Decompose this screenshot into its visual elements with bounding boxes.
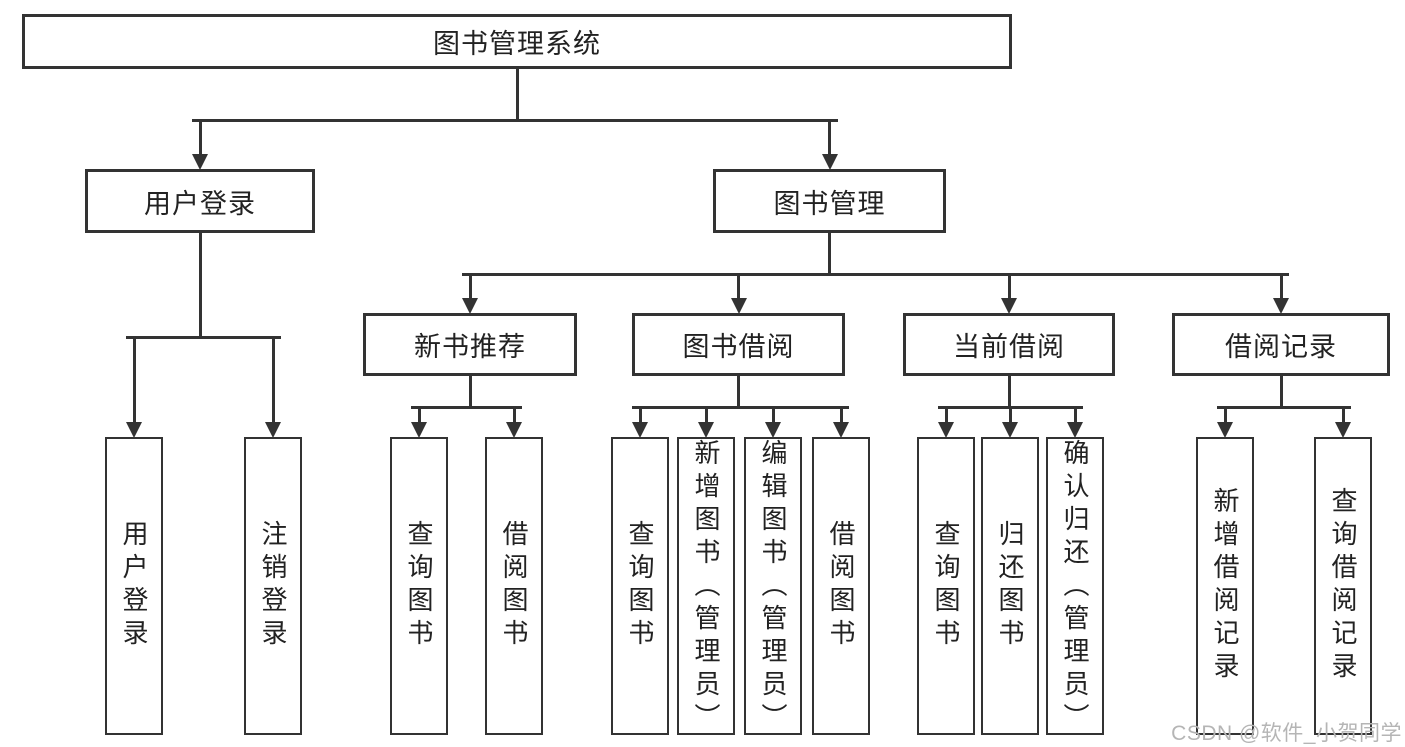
box-user-login: 用户登录 [85,169,315,233]
connector-stub-borrow-record [1279,376,1283,409]
box-new-book-rec: 新书推荐 [363,313,577,376]
box-leaf-borrow-book-2: 借阅图书 [812,437,870,735]
label-leaf-logout: 注销登录 [258,520,288,652]
connector-arrow-book-borrow [730,298,747,314]
connector-stem-book-mgmt [828,119,831,155]
connector-stub-new-book-rec [468,376,472,409]
label-root: 图书管理系统 [433,29,601,59]
connector-stub-current-borrow [1007,376,1011,409]
connector-stub-book-borrow [737,376,740,409]
connector-arrow-leaf-logout [265,422,281,438]
connector-bar-new-book-rec [411,406,522,409]
connector-stem-leaf-query-record [1341,406,1345,423]
connector-stem-leaf-add-record [1223,406,1227,423]
connector-stem-leaf-query-book-3 [944,406,948,423]
label-leaf-borrow-book-1: 借阅图书 [499,520,529,652]
box-book-borrow: 图书借阅 [632,313,845,376]
connector-stem-leaf-return-book [1008,406,1012,423]
watermark-text: CSDN @软件_小贺同学 [1171,722,1402,745]
connector-arrow-leaf-edit-book [765,422,781,438]
connector-arrow-user-login [192,154,208,170]
label-leaf-add-record: 新增借阅记录 [1210,487,1240,685]
label-leaf-confirm-return: 确认归还（管理员） [1060,439,1090,736]
connector-stem-leaf-borrow-book-2 [839,406,843,423]
box-leaf-query-book-1: 查询图书 [390,437,448,735]
label-leaf-query-book-2: 查询图书 [625,520,655,652]
connector-stub-book-mgmt [828,233,831,276]
connector-arrow-leaf-user-login [126,422,142,438]
label-leaf-return-book: 归还图书 [995,520,1025,652]
connector-stem-leaf-edit-book [771,406,775,423]
box-leaf-query-record: 查询借阅记录 [1314,437,1372,735]
connector-bar-book-borrow [632,406,849,409]
connector-arrow-book-mgmt [821,154,838,170]
connector-arrow-leaf-query-book-3 [938,422,954,438]
label-leaf-edit-book: 编辑图书（管理员） [758,439,788,736]
connector-arrow-new-book-rec [462,298,478,314]
connector-stem-leaf-user-login [132,336,136,423]
label-leaf-query-record: 查询借阅记录 [1328,487,1358,685]
connector-stem-book-borrow [737,273,740,299]
connector-arrow-leaf-query-book-1 [411,422,427,438]
box-leaf-user-login: 用户登录 [105,437,163,735]
label-current-borrow: 当前借阅 [953,332,1065,362]
box-leaf-return-book: 归还图书 [981,437,1039,735]
connector-stem-leaf-confirm-return [1073,406,1077,423]
connector-arrow-leaf-add-book [698,422,714,438]
connector-stem-leaf-borrow-book-1 [512,406,516,423]
connector-arrow-leaf-confirm-return [1067,422,1083,438]
box-borrow-record: 借阅记录 [1172,313,1390,376]
box-leaf-edit-book: 编辑图书（管理员） [744,437,802,736]
label-book-borrow: 图书借阅 [682,332,795,362]
box-root: 图书管理系统 [22,14,1012,69]
connector-arrow-leaf-borrow-book-1 [506,422,522,438]
label-borrow-record: 借阅记录 [1225,332,1337,362]
connector-stem-new-book-rec [468,273,472,299]
connector-stem-leaf-query-book-1 [417,406,421,423]
connector-bar-root [192,119,838,122]
connector-arrow-leaf-add-record [1217,422,1233,438]
label-book-mgmt: 图书管理 [773,188,886,219]
connector-arrow-leaf-return-book [1002,422,1018,438]
label-leaf-user-login: 用户登录 [119,520,149,652]
box-leaf-borrow-book-1: 借阅图书 [485,437,543,735]
connector-bar-user-login [126,336,281,339]
box-leaf-confirm-return: 确认归还（管理员） [1046,437,1104,736]
connector-stem-leaf-logout [271,336,275,423]
label-user-login: 用户登录 [144,188,256,219]
label-new-book-rec: 新书推荐 [414,332,526,362]
connector-arrow-current-borrow [1001,298,1017,314]
connector-stub-root [515,69,519,122]
connector-bar-book-mgmt [462,273,1289,276]
label-leaf-add-book: 新增图书（管理员） [691,439,721,736]
box-book-mgmt: 图书管理 [713,169,946,233]
label-leaf-query-book-1: 查询图书 [404,520,434,652]
label-leaf-query-book-3: 查询图书 [931,520,961,652]
connector-stem-borrow-record [1279,273,1283,299]
connector-stub-user-login [198,233,202,339]
connector-stem-current-borrow [1007,273,1011,299]
label-leaf-borrow-book-2: 借阅图书 [826,520,856,652]
connector-arrow-leaf-query-book-2 [632,422,648,438]
connector-stem-leaf-query-book-2 [638,406,642,423]
connector-arrow-leaf-query-record [1335,422,1351,438]
connector-arrow-borrow-record [1273,298,1289,314]
connector-arrow-leaf-borrow-book-2 [833,422,849,438]
box-leaf-logout: 注销登录 [244,437,302,735]
box-leaf-add-record: 新增借阅记录 [1196,437,1254,735]
box-leaf-query-book-3: 查询图书 [917,437,975,735]
box-leaf-query-book-2: 查询图书 [611,437,669,735]
connector-stem-leaf-add-book [704,406,708,423]
connector-bar-borrow-record [1217,406,1351,409]
box-leaf-add-book: 新增图书（管理员） [677,437,735,736]
box-current-borrow: 当前借阅 [903,313,1115,376]
connector-stem-user-login [198,119,202,155]
